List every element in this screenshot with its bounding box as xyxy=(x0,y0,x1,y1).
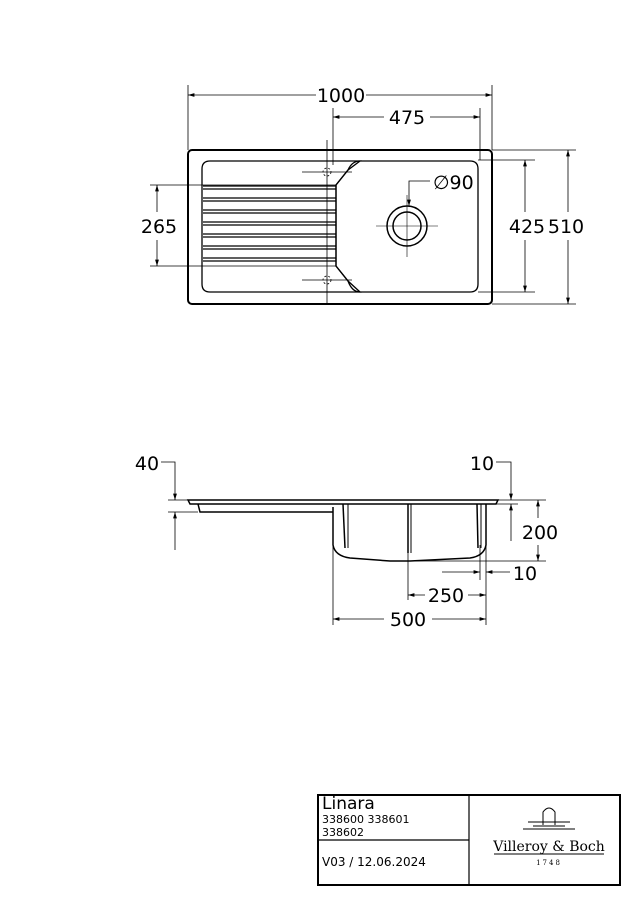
drainer-ribs xyxy=(203,185,336,262)
article-numbers-line1: 338600 338601 xyxy=(322,813,409,826)
tap-hole-marks xyxy=(302,140,352,305)
brand-name: Villeroy & Boch xyxy=(492,839,605,855)
dim-drain-offset: 250 xyxy=(428,585,464,607)
dim-overall-width: 1000 xyxy=(317,85,365,107)
side-profile xyxy=(186,499,500,505)
product-name: Linara xyxy=(322,794,375,814)
side-view xyxy=(161,461,546,625)
dim-bowl-width: 475 xyxy=(389,107,425,129)
dim-overall-depth: 510 xyxy=(548,216,584,238)
dim-wall-offset: 10 xyxy=(513,563,537,585)
dim-flange-offset: 10 xyxy=(470,453,494,475)
villeroy-boch-logo-icon xyxy=(494,807,604,855)
title-block xyxy=(317,794,621,886)
dim-tap-hole-spacing: 265 xyxy=(141,216,177,238)
dim-drainer-height: 40 xyxy=(135,453,159,475)
dim-drain-diameter: ∅90 xyxy=(433,172,474,194)
sink-outline xyxy=(187,149,493,305)
drain-icon xyxy=(376,195,438,257)
brand-year: 1748 xyxy=(536,859,562,867)
article-numbers-line2: 338602 xyxy=(322,826,364,839)
dim-bowl-depth: 425 xyxy=(509,216,545,238)
version-date: V03 / 12.06.2024 xyxy=(322,855,426,869)
top-view xyxy=(150,85,576,305)
bowl-outline xyxy=(335,160,479,293)
dim-bowl-length: 500 xyxy=(390,609,426,631)
dim-bowl-depth-side: 200 xyxy=(522,522,558,544)
